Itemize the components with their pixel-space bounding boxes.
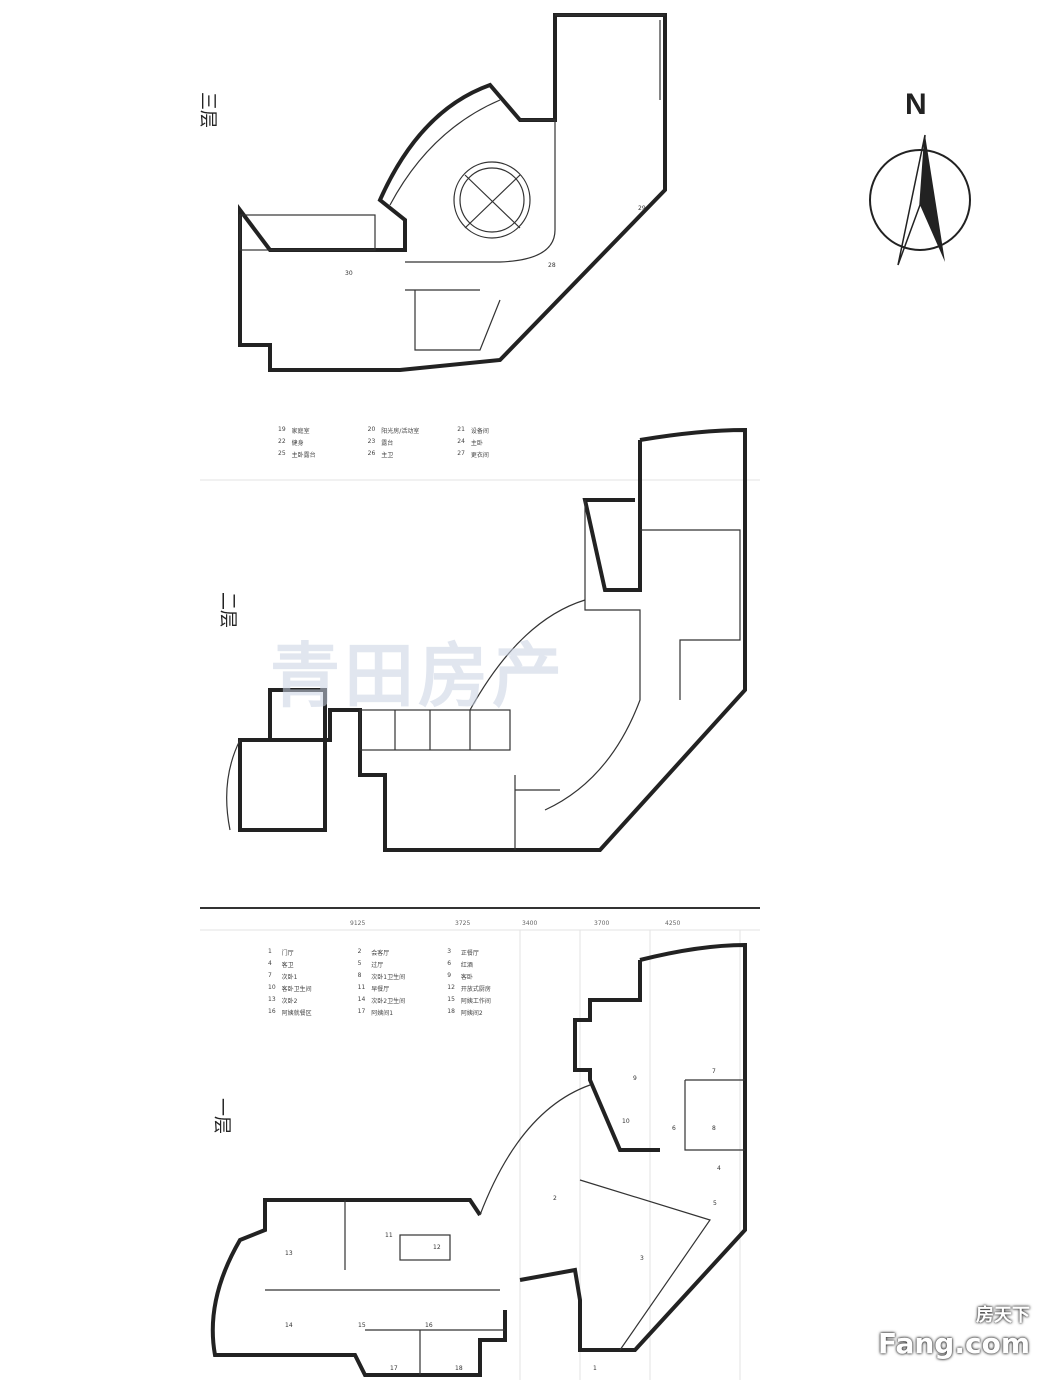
north-compass-icon — [869, 134, 971, 266]
legend-number: 9 — [447, 972, 452, 979]
room-label: 12 — [433, 1244, 441, 1251]
room-label: 30 — [345, 270, 353, 277]
room-label: 6 — [672, 1125, 676, 1132]
legend-number: 25 — [278, 450, 286, 457]
legend-number: 27 — [457, 450, 465, 457]
floor-label-third: 三层 — [197, 92, 218, 128]
legend-number: 23 — [367, 438, 376, 445]
legend-room-name: 客卫 — [281, 962, 294, 969]
room-label: 28 — [548, 262, 556, 269]
legend-upper: 19 家庭室 20 阳光房/活动室 21 设备间 22 健身 23 露台 24 主卧 25 主卧露台 26 主… — [278, 426, 541, 459]
brand-bottom: Fang.com — [877, 1327, 1030, 1360]
second-floor-plan — [226, 427, 747, 852]
legend-room-name: 正餐厅 — [460, 950, 479, 957]
room-label: 2 — [553, 1195, 557, 1202]
legend-number: 11 — [357, 984, 366, 991]
brand-logo: 房天下 Fang.com — [878, 1301, 1030, 1360]
legend-room-name: 健身 — [291, 440, 304, 447]
legend-number: 24 — [457, 438, 465, 445]
first-floor-plan — [210, 942, 747, 1377]
legend-room-name: 露台 — [381, 440, 394, 447]
legend-room-name: 次卧2 — [281, 998, 298, 1005]
room-label: 11 — [385, 1232, 393, 1239]
legend-number: 7 — [268, 972, 272, 979]
legend-room-name: 主卫 — [381, 452, 394, 459]
legend-number: 19 — [278, 426, 286, 433]
legend-room-name: 开放式厨房 — [460, 986, 491, 993]
legend-number: 13 — [268, 996, 276, 1003]
legend-number: 6 — [447, 960, 452, 967]
legend-number: 22 — [278, 438, 286, 445]
dimension: 3400 — [522, 920, 538, 927]
legend-room-name: 主卧 — [470, 440, 483, 447]
brand-top: 房天下 — [976, 1305, 1030, 1326]
legend-room-name: 过厅 — [371, 962, 384, 969]
legend-room-name: 设备间 — [470, 428, 489, 435]
legend-room-name: 阿姨就餐区 — [281, 1010, 312, 1017]
legend-number: 1 — [268, 948, 272, 955]
legend-room-name: 客卧卫生间 — [281, 986, 312, 993]
room-label: 15 — [358, 1322, 366, 1329]
dimension: 3700 — [594, 920, 610, 927]
legend-lower: 1 门厅 2 会客厅 3 正餐厅 4 客卫 5 过厅 6 红酒 7 次卧1 8 次卧1卫生间 9 客卧 10 客卧卫生… — [268, 948, 531, 1017]
room-label: 3 — [640, 1255, 644, 1262]
floor-label-second: 二层 — [217, 592, 238, 628]
legend-number: 2 — [357, 948, 362, 955]
watermark: 青田房产 — [270, 635, 566, 717]
legend-number: 3 — [447, 948, 452, 955]
legend-room-name: 门厅 — [281, 950, 294, 957]
legend-number: 10 — [268, 984, 276, 991]
legend-room-name: 次卧1卫生间 — [371, 974, 406, 981]
legend-number: 16 — [268, 1008, 276, 1015]
legend-room-name: 主卧露台 — [291, 452, 316, 459]
legend-number: 20 — [367, 426, 376, 433]
third-floor-plan — [238, 13, 667, 372]
legend-number: 21 — [457, 426, 465, 433]
room-label: 10 — [622, 1118, 630, 1125]
legend-room-name: 家庭室 — [291, 428, 310, 435]
legend-number: 18 — [447, 1008, 455, 1015]
legend-number: 12 — [447, 984, 455, 991]
legend-room-name: 阿姨工作间 — [460, 998, 491, 1005]
legend-number: 5 — [357, 960, 362, 967]
legend-number: 8 — [357, 972, 362, 979]
legend-room-name: 阿姨间1 — [371, 1010, 394, 1017]
legend-room-name: 阿姨间2 — [460, 1010, 483, 1017]
room-label: 17 — [390, 1365, 398, 1372]
legend-number: 15 — [447, 996, 455, 1003]
room-label: 1 — [593, 1365, 597, 1372]
legend-room-name: 早餐厅 — [371, 986, 390, 993]
legend-number: 4 — [268, 960, 272, 967]
legend-room-name: 次卧2卫生间 — [371, 998, 406, 1005]
room-label: 7 — [712, 1068, 716, 1075]
north-label: N — [905, 88, 927, 121]
room-label: 4 — [717, 1165, 721, 1172]
legend-number: 14 — [357, 996, 366, 1003]
floor-label-first: 一层 — [211, 1098, 232, 1134]
room-label: 13 — [285, 1250, 293, 1257]
dimension: 3725 — [455, 920, 471, 927]
legend-room-name: 客卧 — [460, 974, 473, 981]
legend-room-name: 会客厅 — [371, 950, 390, 957]
grid-lines — [200, 479, 760, 1380]
room-label: 14 — [285, 1322, 293, 1329]
legend-room-name: 阳光房/活动室 — [381, 428, 420, 435]
dimension: 4250 — [665, 920, 681, 927]
room-label: 16 — [425, 1322, 433, 1329]
dimension: 9125 — [350, 920, 366, 927]
room-label: 5 — [713, 1200, 717, 1207]
room-label: 9 — [633, 1075, 637, 1082]
legend-room-name: 次卧1 — [281, 974, 298, 981]
legend-number: 26 — [367, 450, 376, 457]
legend-room-name: 更衣间 — [470, 452, 489, 459]
legend-number: 17 — [357, 1008, 366, 1015]
legend-room-name: 红酒 — [460, 962, 473, 969]
room-label: 29 — [638, 205, 646, 212]
room-label: 8 — [712, 1125, 716, 1132]
room-label: 18 — [455, 1365, 463, 1372]
